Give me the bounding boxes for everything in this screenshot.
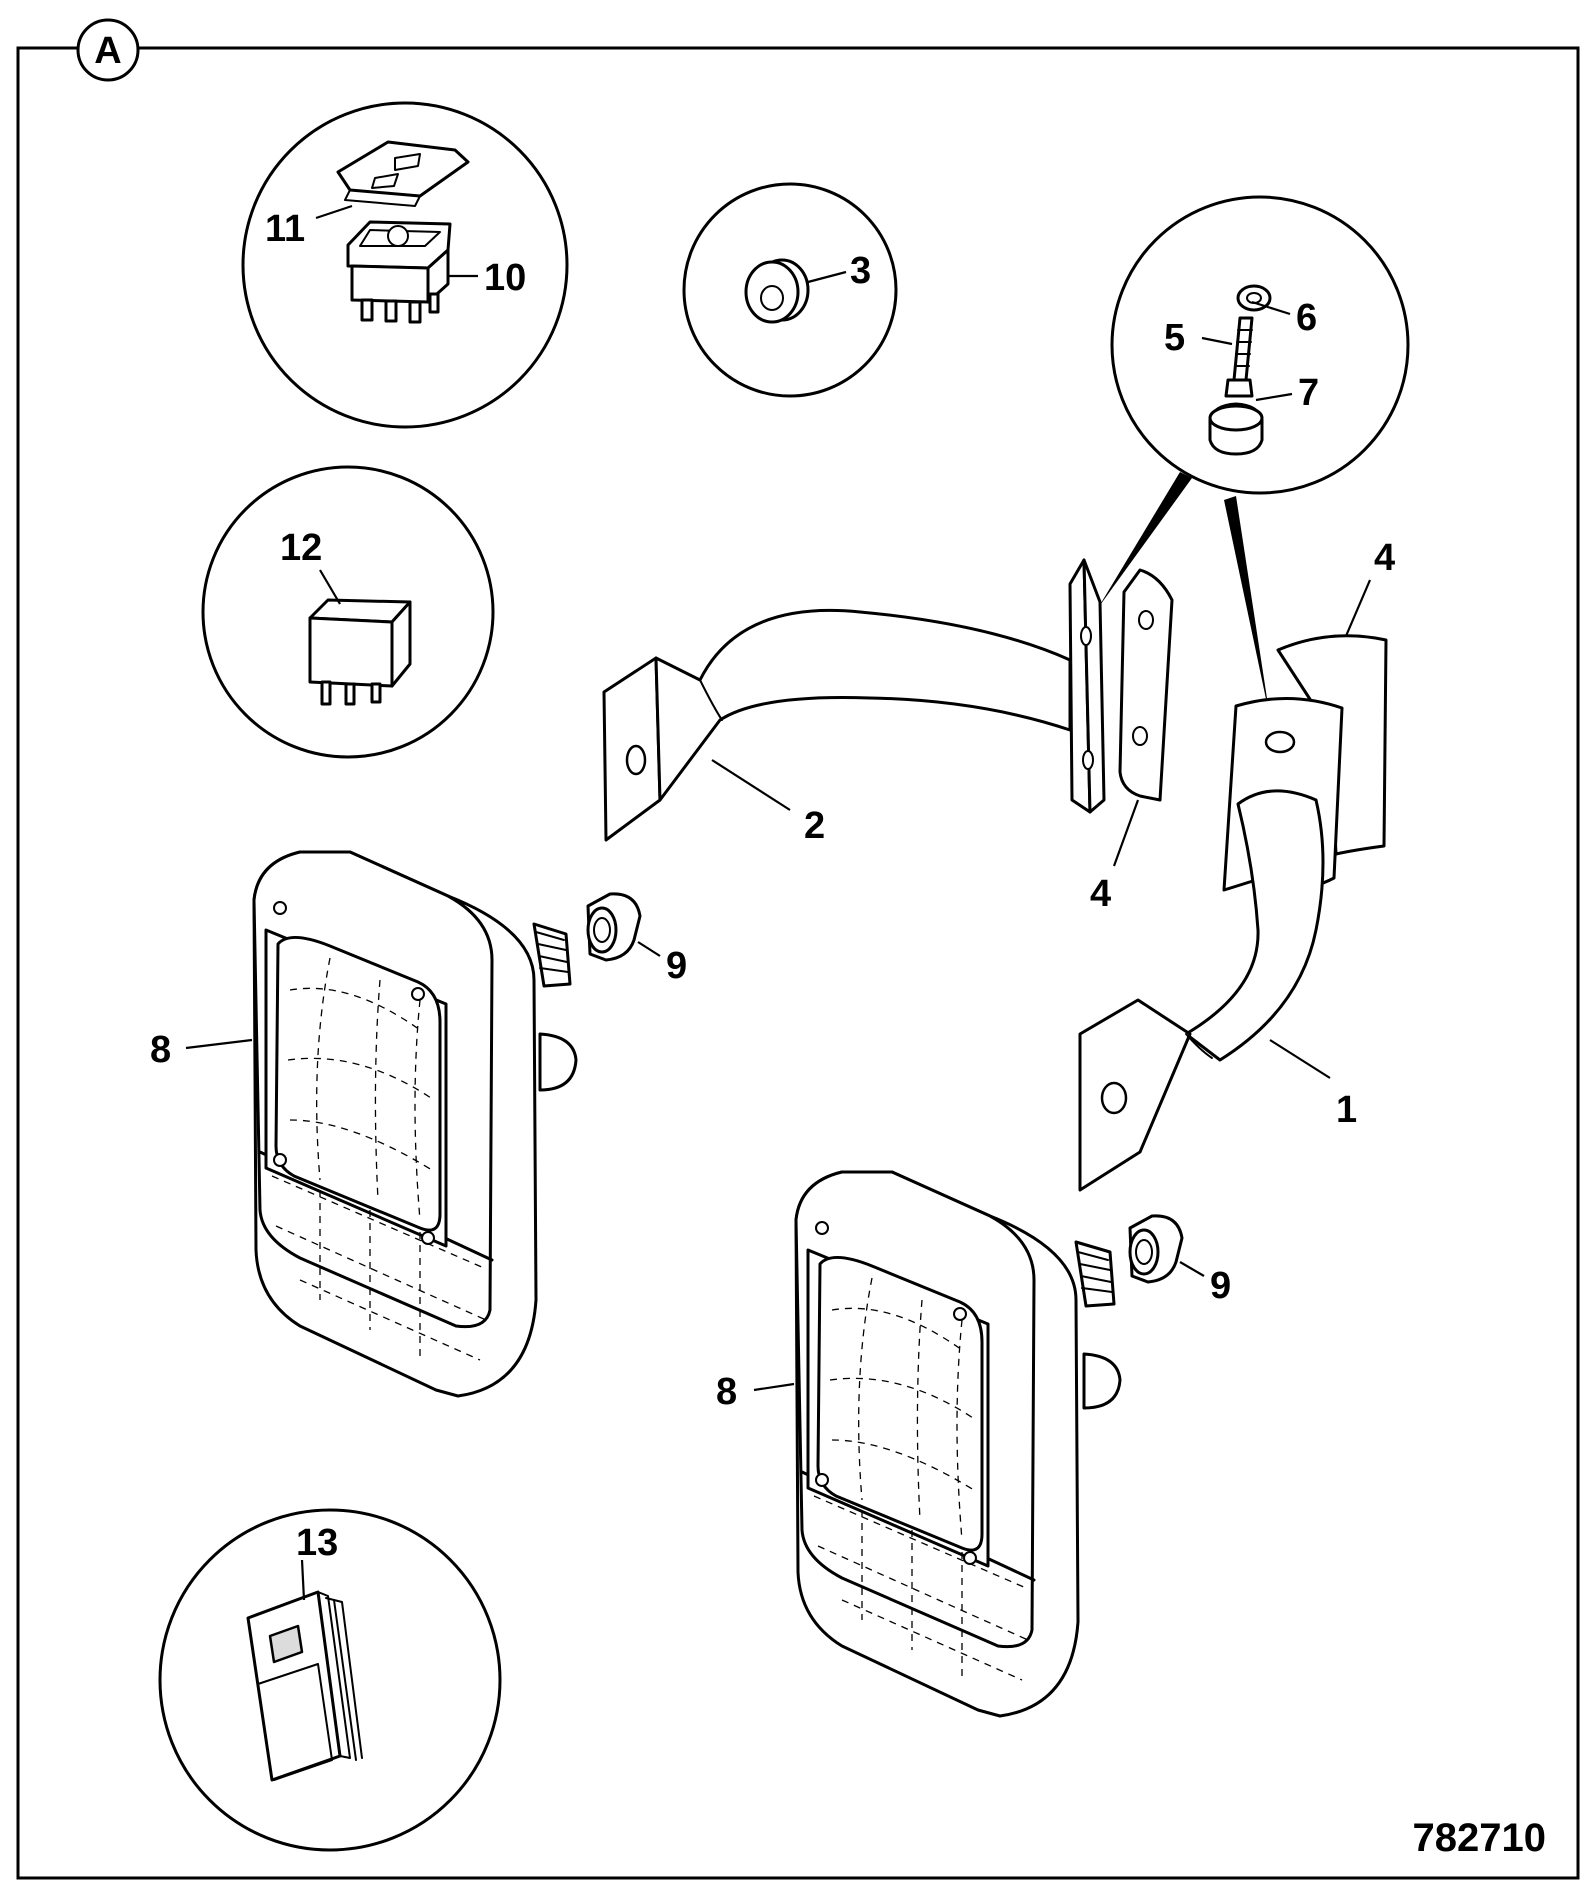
callout-11: 11 <box>265 208 305 250</box>
switch-cover-part <box>336 140 470 207</box>
drawing-code: 782710 <box>1413 1816 1546 1860</box>
pointer-wedge-left <box>1098 472 1192 608</box>
callout-10: 10 <box>484 257 526 299</box>
callout-2: 2 <box>804 805 825 847</box>
callout-4-right: 4 <box>1374 537 1395 579</box>
relay-detail-circle: 12 <box>201 465 495 759</box>
grommet-detail-circle: 3 <box>682 182 898 398</box>
callout-12: 12 <box>280 527 322 569</box>
rocker-switch-part <box>346 220 452 324</box>
callout-13: 13 <box>296 1522 338 1564</box>
callout-7: 7 <box>1298 372 1319 414</box>
bracket-2-part: 2 <box>602 558 1106 847</box>
callout-9-right: 9 <box>1210 1265 1231 1307</box>
spacer-9-right: 9 <box>1128 1214 1231 1307</box>
pointer-wedge-right <box>1224 496 1270 718</box>
callout-6: 6 <box>1296 297 1317 339</box>
switch-detail-circle: 11 10 <box>241 101 569 429</box>
manual-detail-circle: 13 <box>158 1508 502 1852</box>
clamp-plate-4-middle: 4 <box>1090 568 1174 915</box>
section-badge: A <box>76 18 140 82</box>
callout-9-left: 9 <box>666 945 687 987</box>
work-lamp-left: 8 <box>150 850 578 1398</box>
callout-4-middle: 4 <box>1090 873 1111 915</box>
work-lamp-right: 8 <box>716 1170 1122 1718</box>
callout-5: 5 <box>1164 317 1185 359</box>
spacer-9-left: 9 <box>586 892 687 987</box>
callout-8-right: 8 <box>716 1371 737 1413</box>
bracket-1-part: 1 <box>1078 696 1357 1192</box>
callout-8-left: 8 <box>150 1029 171 1071</box>
callout-3: 3 <box>850 250 871 292</box>
callout-1: 1 <box>1336 1089 1357 1131</box>
diagram-frame <box>16 46 1580 1880</box>
fastener-detail-circle: 6 5 7 <box>1098 195 1410 718</box>
section-label: A <box>94 30 121 72</box>
